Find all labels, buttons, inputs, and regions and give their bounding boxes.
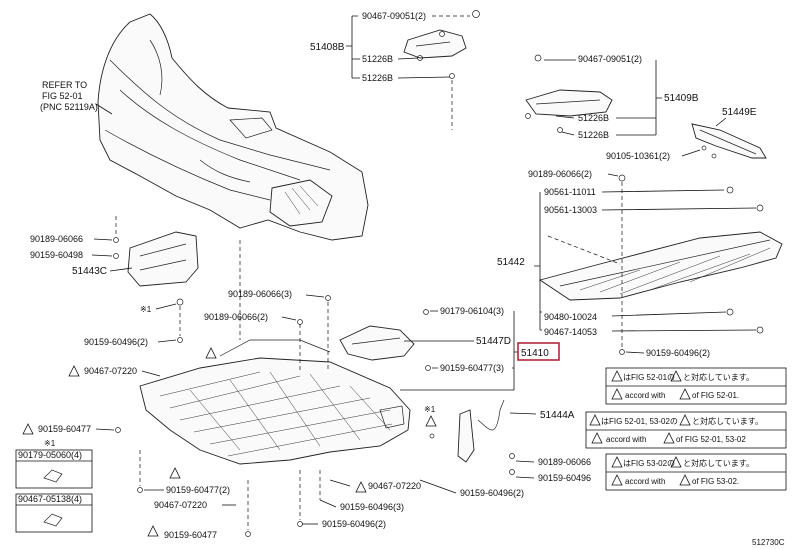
label-90179-05060[interactable]: 90179-05060(4) <box>18 450 82 460</box>
label-90159-60498[interactable]: 90159-60498 <box>30 250 83 260</box>
label-90467-07220-l[interactable]: 90467-07220 <box>84 366 137 376</box>
label-51447d[interactable]: 51447D <box>476 336 511 347</box>
triangle-marker-icon <box>611 388 623 400</box>
label-90189-06066-r[interactable]: 90189-06066(2) <box>528 169 592 179</box>
label-51226b-a[interactable]: 51226B <box>362 54 393 64</box>
under-cover-51442-drawing <box>538 174 783 334</box>
label-51409b[interactable]: 51409B <box>664 93 699 104</box>
label-90467-09051-right[interactable]: 90467-09051(2) <box>578 54 642 64</box>
legend-3-jp2: と対応しています。 <box>683 458 754 468</box>
label-90159-60477-c[interactable]: 90159-60477(3) <box>440 363 504 373</box>
under-cover-51410-drawing <box>139 295 411 465</box>
legend-1-en: accord with <box>625 391 665 400</box>
refer-text-line2: FIG 52-01 <box>42 91 83 101</box>
clip-icon <box>43 513 63 527</box>
label-90467-14053[interactable]: 90467-14053 <box>544 327 597 337</box>
label-51226b-d[interactable]: 51226B <box>578 130 609 140</box>
label-90189-06066-l[interactable]: 90189-06066 <box>30 234 83 244</box>
label-51449e[interactable]: 51449E <box>722 107 757 118</box>
triangle-marker-icon <box>589 414 601 426</box>
bracket-51408b-drawing <box>403 10 480 79</box>
triangle-marker-icon <box>591 432 603 444</box>
label-90467-09051-top[interactable]: 90467-09051(2) <box>362 11 426 21</box>
legend-2-jp: はFIG 52-01, 53-02の <box>601 417 678 426</box>
legend-2-en2: of FIG 52-01, 53-02 <box>676 435 746 444</box>
label-90159-60477-bb[interactable]: 90159-60477 <box>164 530 217 540</box>
refer-text-line3: (PNC 52119A) <box>40 102 98 112</box>
triangle-marker-icon <box>679 388 691 400</box>
legend-3-en: accord with <box>625 477 665 486</box>
triangle-marker-icon <box>679 474 691 486</box>
legend-3-en2: of FIG 53-02. <box>692 477 739 486</box>
note-marker-1b: ※1 <box>424 405 436 414</box>
label-90159-60477-b[interactable]: 90159-60477(2) <box>166 485 230 495</box>
triangle-marker-icon <box>68 365 80 377</box>
triangle-marker-icon <box>205 347 217 359</box>
label-90159-60496-b3[interactable]: 90159-60496(2) <box>460 488 524 498</box>
label-90467-07220-b[interactable]: 90467-07220 <box>154 500 207 510</box>
label-90189-06066-c1[interactable]: 90189-06066(3) <box>228 289 292 299</box>
label-90105-10361[interactable]: 90105-10361(2) <box>606 151 670 161</box>
legend-panel: はFIG 52-01の と対応しています。 accord with of FIG… <box>585 367 787 491</box>
triangle-marker-icon <box>663 432 675 444</box>
label-51226b-b[interactable]: 51226B <box>362 73 393 83</box>
nut-icon <box>43 469 63 483</box>
triangle-marker-icon <box>670 456 682 468</box>
shield-51447d-drawing <box>339 309 431 371</box>
label-51442[interactable]: 51442 <box>497 257 525 268</box>
triangle-marker-icon <box>22 423 34 435</box>
label-90159-60496-r[interactable]: 90159-60496(2) <box>646 348 710 358</box>
legend-2-en: accord with <box>606 435 646 444</box>
triangle-marker-icon <box>425 415 437 427</box>
triangle-marker-icon <box>611 370 623 382</box>
bracket-51409b-drawing <box>525 54 613 133</box>
triangle-marker-icon <box>169 467 181 479</box>
label-90179-06104[interactable]: 90179-06104(3) <box>440 306 504 316</box>
legend-1-jp: はFIG 52-01の <box>623 373 675 382</box>
label-90561-11011[interactable]: 90561-11011 <box>544 187 596 197</box>
label-90561-13003[interactable]: 90561-13003 <box>544 205 597 215</box>
label-90159-60496-br[interactable]: 90159-60496 <box>538 473 591 483</box>
label-51444a[interactable]: 51444A <box>540 410 575 421</box>
front-bumper-drawing <box>97 13 369 241</box>
note-marker-1c: ※1 <box>44 439 56 448</box>
part-51410-highlight-box[interactable] <box>517 342 560 361</box>
label-90467-07220-b2[interactable]: 90467-07220 <box>368 481 421 491</box>
legend-1-jp2: と対応しています。 <box>683 372 754 382</box>
label-51408b[interactable]: 51408B <box>310 42 345 53</box>
refer-text-line1: REFER TO <box>42 80 87 90</box>
label-90467-05138[interactable]: 90467-05138(4) <box>18 494 82 504</box>
label-90159-60477-l[interactable]: 90159-60477 <box>38 424 91 434</box>
label-90159-60496-b5[interactable]: 90159-60496(2) <box>322 519 386 529</box>
triangle-marker-icon <box>355 481 367 493</box>
legend-1-en2: of FIG 52-01. <box>692 391 739 400</box>
diagram-id: 512730C <box>752 538 785 547</box>
label-90189-06066-br[interactable]: 90189-06066 <box>538 457 591 467</box>
legend-2-jp2: と対応しています。 <box>692 416 763 426</box>
bracket-51443c-drawing <box>113 231 199 306</box>
label-51410[interactable]: 51410 <box>521 348 549 359</box>
label-90189-06066-c2[interactable]: 90189-06066(2) <box>204 312 268 322</box>
triangle-marker-icon <box>679 414 691 426</box>
triangle-marker-icon <box>670 370 682 382</box>
label-90480-10024[interactable]: 90480-10024 <box>544 312 597 322</box>
label-90159-60496-b4[interactable]: 90159-60496(3) <box>340 502 404 512</box>
note-marker-1: ※1 <box>140 305 152 314</box>
bracket-51444a-drawing: ※1 <box>424 399 505 463</box>
label-51226b-c[interactable]: 51226B <box>578 113 609 123</box>
label-51443c[interactable]: 51443C <box>72 266 107 277</box>
triangle-marker-icon <box>147 525 159 537</box>
label-90159-60496-l[interactable]: 90159-60496(2) <box>84 337 148 347</box>
bracket-51449e-drawing <box>691 123 767 159</box>
triangle-marker-icon <box>611 456 623 468</box>
triangle-marker-icon <box>611 474 623 486</box>
legend-3-jp: はFIG 53-02の <box>623 459 675 468</box>
